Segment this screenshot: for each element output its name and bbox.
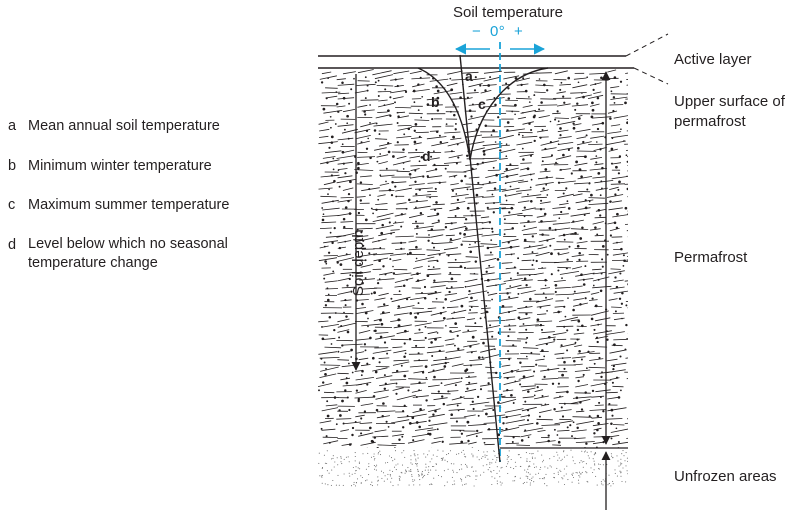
unfrozen-texture: [318, 449, 628, 487]
legend-key: a: [8, 118, 17, 134]
legend-key: b: [8, 157, 17, 174]
curve-a-mean: [459, 54, 501, 463]
legend-item-b: b Minimum winter temperature: [8, 156, 298, 176]
minus-sign: −: [472, 23, 482, 40]
legend-key: c: [8, 197, 16, 213]
legend-item-d: d Level below which no seasonal temperat…: [8, 235, 298, 273]
active-layer-leader-lower: [633, 67, 669, 85]
legend: a Mean annual soil temperature b Minimum…: [8, 116, 298, 292]
legend-item-a: a Mean annual soil temperature: [8, 116, 298, 136]
plus-sign: +: [513, 23, 524, 40]
legend-text: Minimum winter temperature: [28, 157, 212, 174]
curve-label-a: a: [465, 68, 473, 84]
permafrost-texture: [318, 69, 628, 448]
legend-item-c: c Maximum summer temperature: [8, 195, 298, 215]
legend-text: Maximum summer temperature: [28, 197, 230, 213]
curve-label-d: d: [422, 148, 431, 164]
legend-text: Mean annual soil temperature: [28, 118, 220, 134]
zero-degree-label: 0°: [489, 23, 506, 40]
curve-c-maximum: [469, 67, 549, 161]
unfrozen-areas-label: Unfrozen areas: [674, 468, 777, 485]
diagram-title: Soil temperature: [452, 4, 564, 21]
temperature-scale: − 0° +: [472, 23, 523, 40]
legend-key: d: [8, 236, 17, 253]
permafrost-label: Permafrost: [674, 249, 748, 266]
active-layer-label: Active layer: [674, 51, 752, 68]
curve-b-minimum: [417, 67, 471, 161]
legend-text: Level below which no seasonal temperatur…: [28, 235, 228, 271]
upper-surface-label: Upper surface of permafrost: [674, 93, 785, 130]
curve-label-c: c: [478, 96, 486, 112]
soil-depth-label: Soil depth: [350, 229, 367, 296]
curve-label-b: b: [431, 94, 440, 110]
active-layer-leader-upper: [625, 33, 669, 57]
